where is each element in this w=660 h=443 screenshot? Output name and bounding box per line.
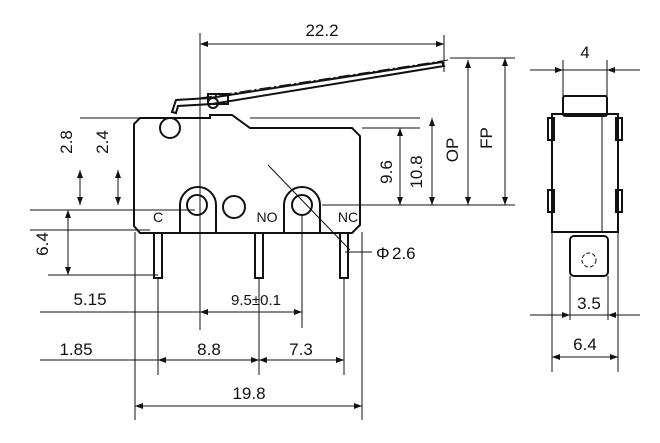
dimension-arrowhead	[429, 118, 435, 126]
terminals	[153, 232, 349, 279]
dimension-arrowhead	[562, 312, 570, 318]
dim-19-8: 19.8	[232, 384, 265, 403]
side-view	[530, 60, 640, 372]
dimension-lines	[40, 43, 506, 407]
terminal-c	[153, 232, 163, 279]
dimension-arrowhead	[502, 197, 508, 205]
terminal-label-nc: NC	[338, 209, 358, 225]
dimension-arrowhead	[397, 128, 403, 136]
dim-lever-length: 22.2	[305, 21, 338, 40]
dimension-arrowhead	[77, 170, 83, 178]
dimension-arrowhead	[251, 357, 259, 363]
dimension-arrowhead	[259, 357, 267, 363]
dim-6-4-left: 6.4	[33, 232, 52, 256]
extension-lines	[30, 33, 515, 420]
dim-2-4: 2.4	[93, 130, 112, 154]
dim-fp: FP	[477, 127, 496, 149]
switch-body	[133, 114, 372, 253]
dimension-arrowhead	[135, 403, 143, 409]
dim-7-3: 7.3	[289, 340, 313, 359]
dim-10-8: 10.8	[407, 155, 426, 188]
dim-side-3-5: 3.5	[577, 294, 601, 313]
dimension-arrowhead	[294, 309, 302, 315]
mount-hole-right	[291, 194, 313, 216]
dimension-arrowhead	[200, 309, 208, 315]
dimension-arrowhead	[336, 357, 344, 363]
dimension-arrowhead	[610, 354, 618, 360]
dim-2-8: 2.8	[57, 130, 76, 154]
dim-9-5: 9.5±0.1	[231, 292, 281, 309]
terminal-no	[254, 232, 264, 279]
dim-5-15: 5.15	[73, 290, 106, 309]
dimension-arrowhead	[555, 67, 563, 73]
terminal-nc	[339, 232, 349, 279]
mount-boss-left	[179, 186, 217, 232]
dimension-arrowhead	[397, 197, 403, 205]
dim-hole-diameter: 2.6	[392, 244, 416, 263]
mount-boss-right	[283, 186, 321, 232]
dimension-arrowhead	[607, 67, 615, 73]
dimension-arrowhead	[77, 197, 83, 205]
dimension-arrowhead	[552, 354, 560, 360]
dim-1-85: 1.85	[59, 340, 92, 359]
dimension-arrowhead	[608, 312, 616, 318]
dimension-arrowhead	[429, 197, 435, 205]
dimension-arrowhead	[65, 267, 71, 275]
dimension-arrowhead	[115, 197, 121, 205]
lever	[170, 59, 449, 115]
mount-hole-left	[186, 194, 208, 216]
dimension-arrowhead	[502, 58, 508, 66]
dim-side-width-top: 4	[580, 43, 589, 62]
dimension-arrowhead	[158, 357, 166, 363]
small-hole	[222, 195, 246, 219]
dimension-arrowhead	[354, 403, 362, 409]
dim-9-6: 9.6	[377, 160, 396, 184]
dimension-arrowhead	[200, 41, 208, 47]
dim-op: OP	[443, 138, 462, 163]
dim-side-6-4: 6.4	[573, 335, 597, 354]
dim-8-8: 8.8	[197, 340, 221, 359]
dimension-arrowhead	[436, 41, 444, 47]
dim-phi-symbol: Φ	[376, 244, 390, 263]
dimension-arrowhead	[465, 60, 471, 68]
top-hole	[159, 117, 181, 139]
dimension-arrowhead	[115, 170, 121, 178]
terminal-label-c: C	[153, 209, 163, 225]
dimension-arrowhead	[465, 197, 471, 205]
dimension-arrowhead	[65, 210, 71, 218]
terminal-label-no: NO	[257, 209, 278, 225]
